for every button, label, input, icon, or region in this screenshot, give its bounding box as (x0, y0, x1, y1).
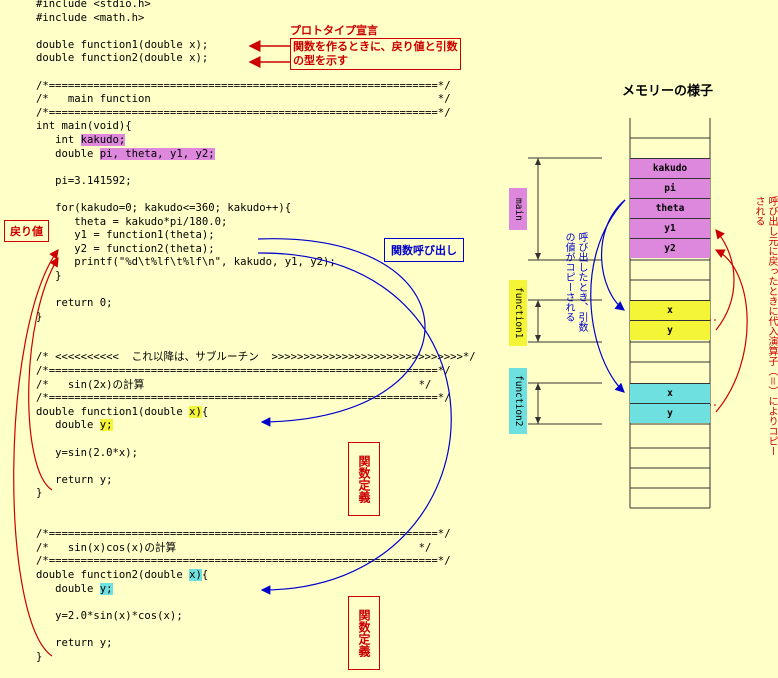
function-call-label: 関数呼び出し (384, 238, 464, 262)
memory-title: メモリーの様子 (622, 84, 714, 99)
code-line: double function1(double x); (36, 38, 209, 51)
code-highlight: y; (99, 582, 113, 595)
code-highlight: x) (189, 405, 202, 418)
return-arrow-2 (13, 249, 59, 657)
return-value-label: 戻り値 (4, 220, 49, 242)
func-def-label-2: 関数定義 (348, 596, 380, 670)
code-line: /*======================================… (36, 365, 451, 378)
code-highlight: kakudo; (80, 133, 126, 146)
code-line: return y; (36, 473, 113, 486)
code-line: double pi, theta, y1, y2; (36, 147, 215, 160)
code-line: for(kakudo=0; kakudo<=360; kakudo++){ (36, 201, 292, 214)
code-line: /* sin(x)cos(x)の計算 */ (36, 541, 432, 554)
prototype-desc: 関数を作るときに、戻り値と引数 の型を示す (290, 38, 461, 70)
code-highlight: pi, theta, y1, y2; (99, 147, 215, 160)
memory-main-cell: pi (630, 178, 710, 198)
memory-function2-cell: y (630, 403, 710, 423)
code-line: } (36, 310, 43, 323)
prototype-title: プロトタイプ宣言 (290, 24, 378, 37)
code-highlight: x) (189, 568, 202, 581)
code-line: y2 = function2(theta); (36, 242, 215, 255)
code-line: #include <math.h> (36, 11, 145, 24)
call-arrow-1 (257, 238, 426, 427)
memory-main-cell: y2 (630, 238, 710, 258)
code-line: int main(void){ (36, 120, 132, 133)
return-copy-note: 呼び出し元に戻ったときに代入演算子（＝）によりコピーされる (753, 196, 777, 456)
memory-main-cell: theta (630, 198, 710, 218)
code-line: pi=3.141592; (36, 174, 132, 187)
code-line: double y; (36, 419, 113, 432)
code-line: y=sin(2.0*x); (36, 446, 139, 459)
code-line: double y; (36, 582, 113, 595)
prototype-desc-line1: 関数を作るときに、戻り値と引数 (293, 40, 458, 53)
code-line: /*======================================… (36, 106, 451, 119)
code-line: /* sin(2x)の計算 */ (36, 378, 432, 391)
return-arrow-1 (28, 256, 59, 491)
code-line: /*======================================… (36, 79, 451, 92)
code-line: int kakudo; (36, 133, 126, 146)
memory-main-cell: kakudo (630, 158, 710, 178)
code-line: theta = kakudo*pi/180.0; (36, 215, 228, 228)
code-listing: #include <stdio.h>#include <math.h> doub… (36, 0, 476, 664)
memory-main-cell: y1 (630, 218, 710, 238)
segment-main: main (509, 188, 527, 230)
code-line: } (36, 650, 43, 663)
code-line: printf("%d\t%lf\t%lf\n", kakudo, y1, y2)… (36, 256, 336, 269)
code-line: return y; (36, 636, 113, 649)
memory-function1-cell: y (630, 320, 710, 340)
code-line: } (36, 269, 62, 282)
code-line: double function1(double x){ (36, 405, 209, 418)
copy-arrow-1 (601, 199, 626, 311)
code-line: /*======================================… (36, 528, 451, 541)
memory-function2-cell: x (630, 383, 710, 403)
segment-function2: function2 (509, 368, 527, 434)
code-line: return 0; (36, 297, 113, 310)
prototype-desc-line2: の型を示す (293, 54, 348, 67)
code-highlight: y; (99, 419, 113, 432)
code-line: /* main function */ (36, 93, 451, 106)
code-line: double function2(double x){ (36, 568, 209, 581)
func-def-label-1: 関数定義 (348, 442, 380, 516)
mem-return-arrow-1 (715, 229, 735, 331)
arg-copy-note: 呼び出したとき、引数の値がコピーされる (563, 232, 587, 332)
code-line: y1 = function1(theta); (36, 229, 215, 242)
mem-return-arrow-2 (714, 249, 748, 413)
code-line: } (36, 487, 43, 500)
code-line: /* <<<<<<<<<< これ以降は、サブルーチン >>>>>>>>>>>>>… (36, 351, 476, 364)
code-line: y=2.0*sin(x)*cos(x); (36, 609, 183, 622)
segment-function1: function1 (509, 280, 527, 346)
code-line: #include <stdio.h> (36, 0, 151, 10)
copy-arrow-2 (590, 199, 626, 393)
code-line: /*======================================… (36, 555, 451, 568)
code-line: /*======================================… (36, 392, 451, 405)
call-arrow-2 (257, 252, 452, 595)
code-line: double function2(double x); (36, 52, 209, 65)
memory-function1-cell: x (630, 300, 710, 320)
